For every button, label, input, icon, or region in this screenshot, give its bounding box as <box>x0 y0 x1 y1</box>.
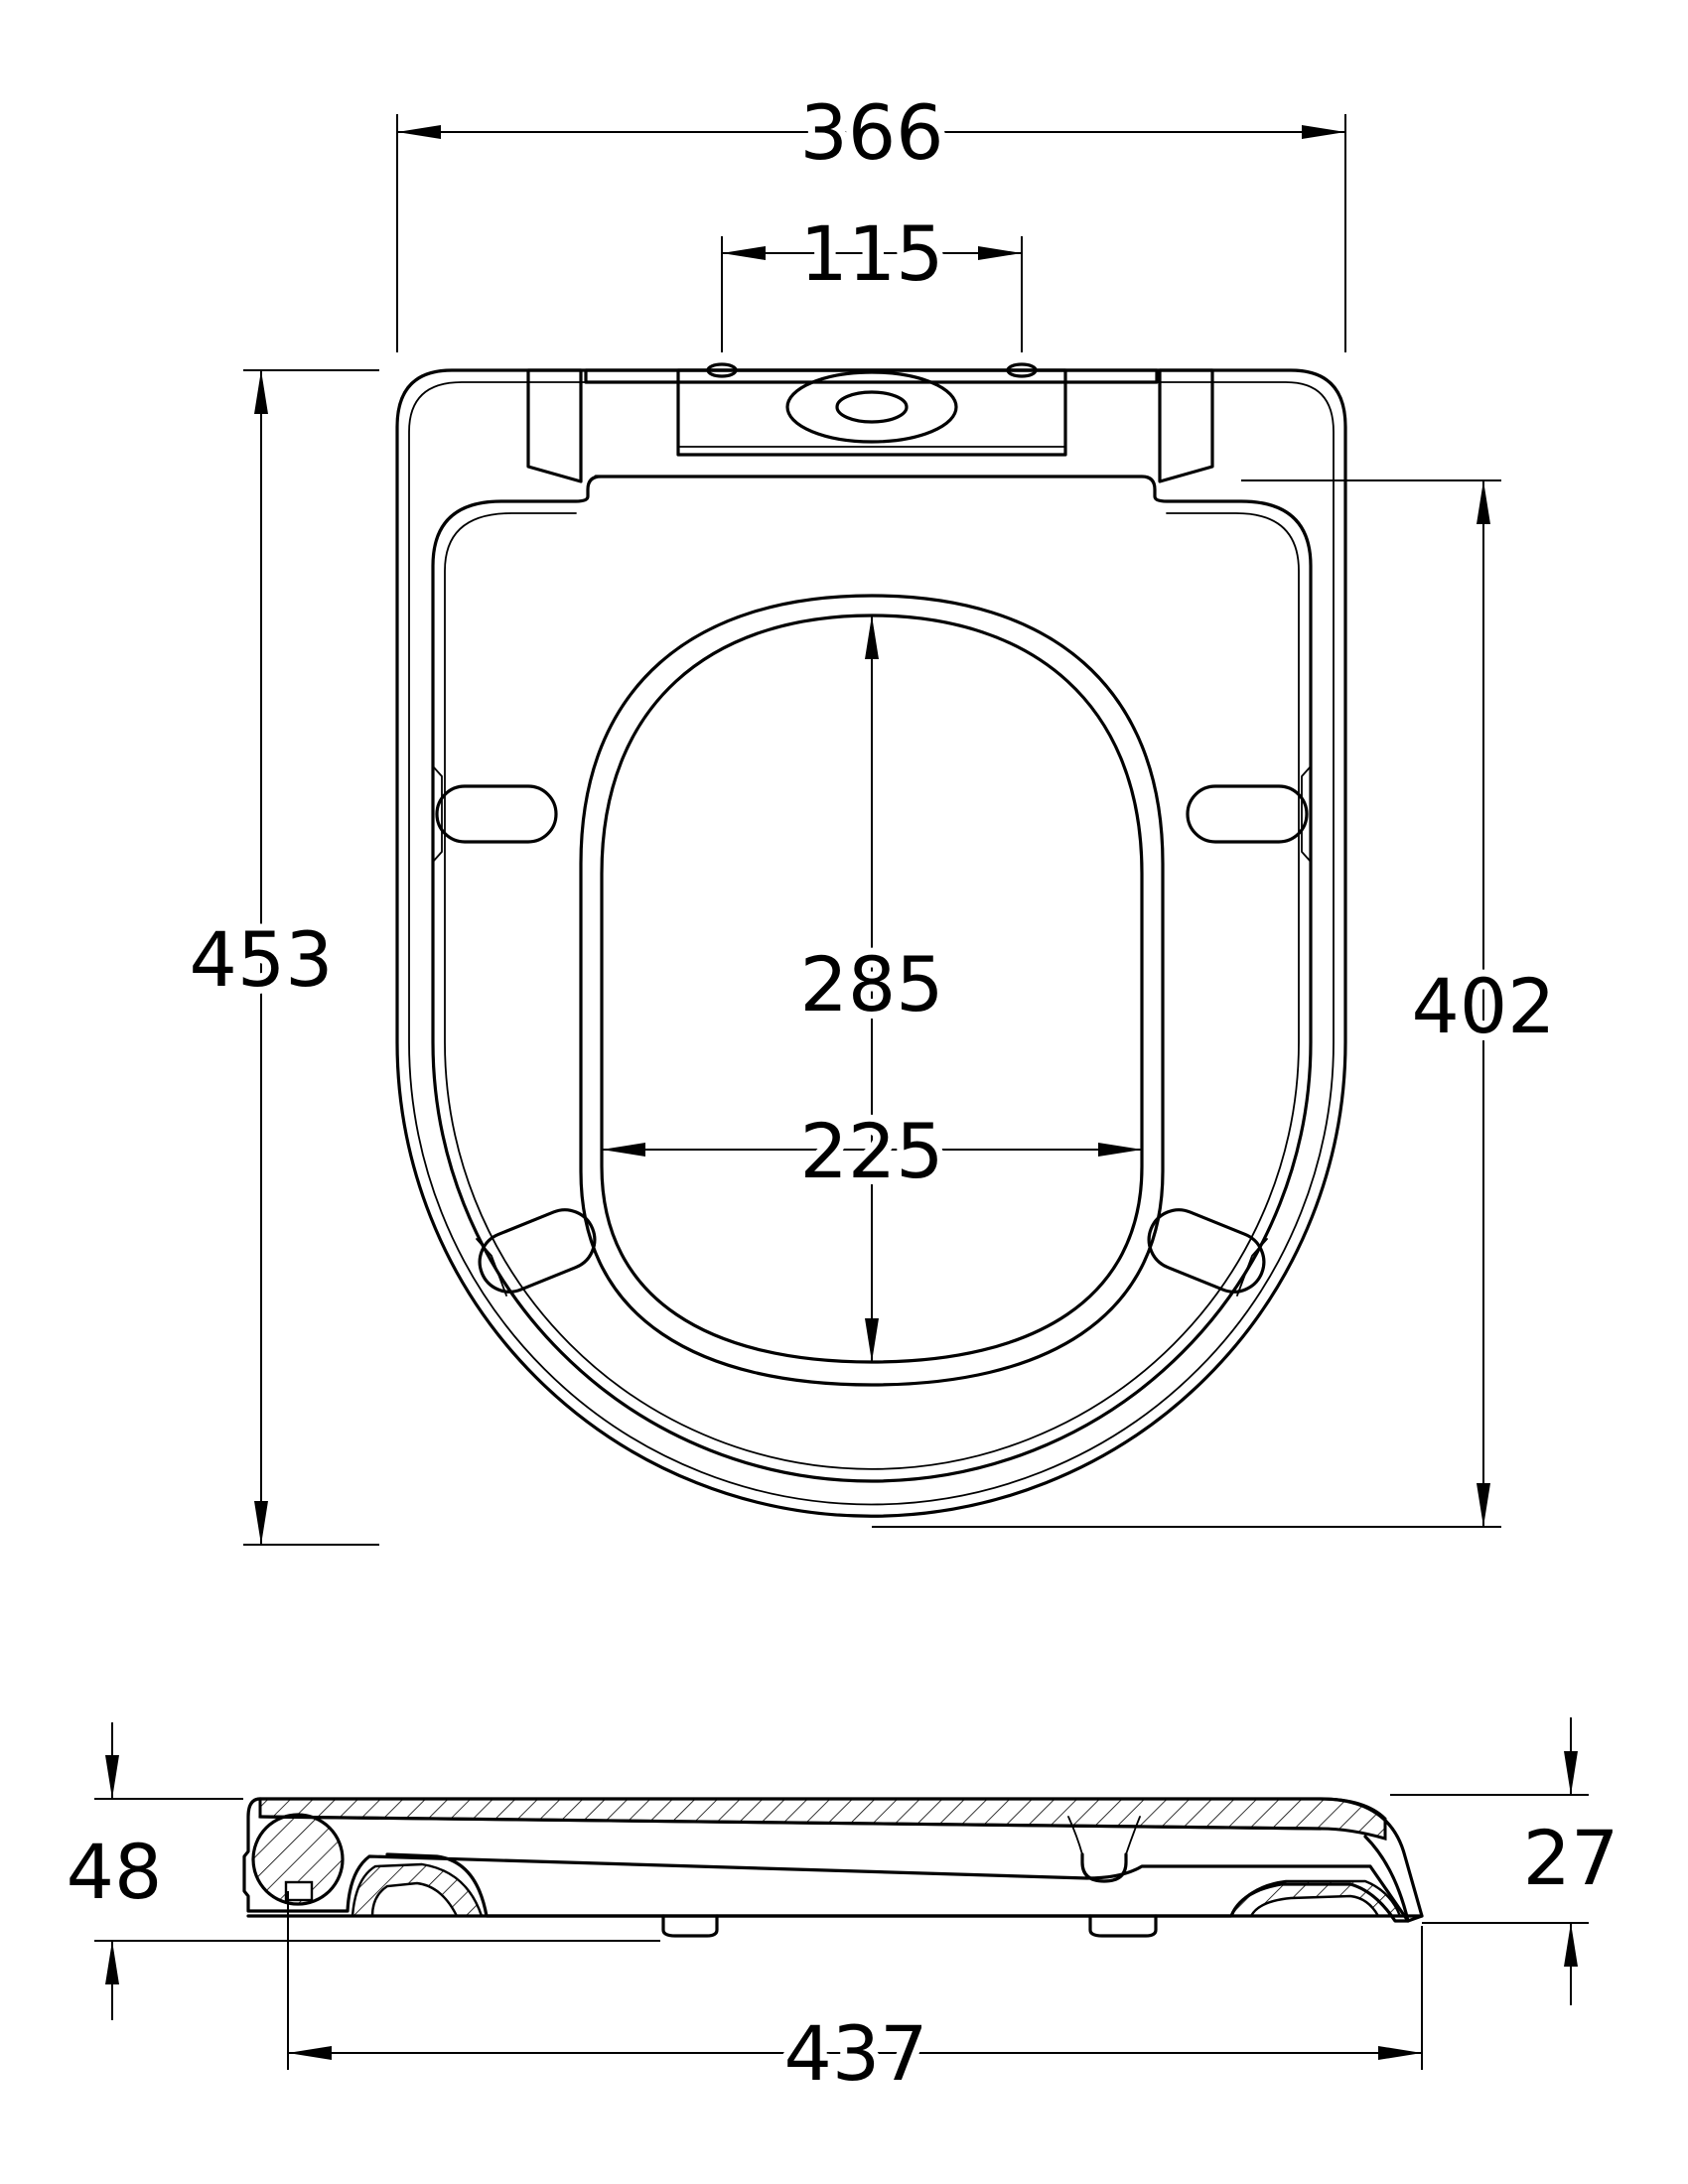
dim-opening-length: 285 <box>799 940 943 1028</box>
arrowhead <box>288 2046 332 2060</box>
arrowhead <box>1564 1751 1578 1795</box>
buffer-slot-upper-right <box>1186 784 1309 844</box>
arrowhead <box>254 1501 268 1545</box>
arrowhead <box>254 370 268 414</box>
arrowhead <box>865 1318 879 1362</box>
dim-overall-length: 453 <box>189 915 333 1004</box>
hinge-block-right <box>1158 368 1214 483</box>
dim-seat-length: 402 <box>1411 962 1555 1050</box>
seat-ring-section-left <box>351 1862 484 1918</box>
arrowhead <box>978 246 1022 260</box>
arrowhead <box>865 615 879 659</box>
quick-release-button-outer <box>785 370 958 444</box>
seat-opening-outer <box>579 594 1165 1387</box>
buffer-foot-front <box>1088 1914 1158 1938</box>
side-view-dimensions: 48 27 437 <box>67 1717 1619 2105</box>
buffer-foot-rear <box>661 1914 719 1938</box>
seat-opening-inner <box>600 614 1144 1364</box>
lid-buffer <box>1080 1852 1128 1883</box>
seat-outer-outline-inner-edge <box>408 381 1335 1506</box>
arrowhead <box>722 246 766 260</box>
hinge-barrel-notch <box>284 1880 314 1902</box>
quick-release-button-inner <box>835 390 909 424</box>
side-view <box>242 1797 1424 2016</box>
dim-overall-width: 366 <box>799 88 943 177</box>
hinge-barrel <box>251 1813 345 1906</box>
arrowhead <box>105 1755 119 1799</box>
top-view <box>395 362 1347 1519</box>
ring-inner-outline <box>431 475 1313 1483</box>
seat-ring-section-right <box>1229 1879 1402 1918</box>
lid-outline <box>258 1797 1424 1923</box>
arrowhead <box>1477 1483 1490 1527</box>
hinge-pin-left <box>706 362 738 378</box>
hinge-block-left <box>526 368 583 483</box>
arrowhead <box>397 125 441 139</box>
arrowhead <box>602 1143 645 1157</box>
buffer-slot-upper-left <box>435 784 558 844</box>
dim-front-height: 27 <box>1523 1814 1619 1902</box>
buffer-slot-lower-right <box>1147 1208 1266 1294</box>
dim-opening-width: 225 <box>799 1107 943 1195</box>
hinge-pin-right <box>1006 362 1038 378</box>
buffer-pad-lower-left <box>476 1238 507 1297</box>
dim-hinge-centres: 115 <box>799 209 943 298</box>
lid-underside <box>258 1815 1323 1831</box>
dim-side-length: 437 <box>783 2009 927 2098</box>
top-view-dimensions: 366 115 453 402 285 225 <box>182 81 1563 1546</box>
arrowhead <box>1098 1143 1142 1157</box>
arrowhead <box>1564 1923 1578 1967</box>
buffer-pad-upper-right <box>1301 765 1312 863</box>
buffer-pad-lower-right <box>1236 1238 1268 1297</box>
buffer-slot-lower-left <box>478 1208 597 1294</box>
buffer-pad-upper-left <box>432 765 443 863</box>
hinge-housing <box>676 368 1067 457</box>
arrowhead <box>1302 125 1345 139</box>
lid-buffer-curve <box>1067 1816 1141 1855</box>
ring-inner-outline-edge <box>444 512 1300 1470</box>
seat-outer-outline <box>395 368 1347 1519</box>
arrowhead <box>105 1941 119 1984</box>
arrowhead <box>1477 480 1490 524</box>
arrowhead <box>1378 2046 1422 2060</box>
dim-overall-height: 48 <box>67 1828 163 1916</box>
